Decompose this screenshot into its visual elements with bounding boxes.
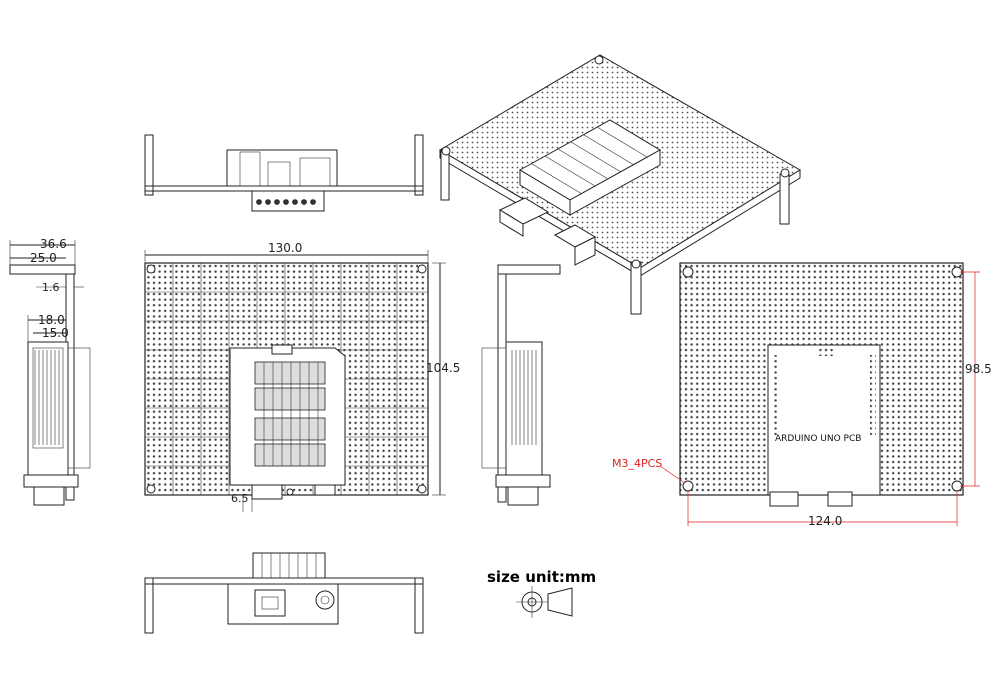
isometric-view [439,54,801,315]
left-heatsink-fins [34,350,60,445]
front-elevation-bottom [144,552,424,634]
dimension-36-6: 36.6 [9,237,76,265]
mount-holes-callout: M3_4PCS [612,457,686,484]
dim-124-text: 124.0 [808,514,842,528]
dim-6-5-text: 6.5 [231,492,249,505]
front-elevation-top [144,134,424,212]
dim-36-6-text: 36.6 [40,237,67,251]
iso-power-jack [553,224,597,266]
bottom-plan-view: ARDUINO UNO PCB [679,262,964,507]
size-unit-block: size unit:mm [487,568,596,618]
dimension-98-5: 98.5 [960,271,992,487]
dimension-124: 124.0 [687,490,958,528]
dim-25-0-text: 25.0 [30,251,57,265]
dimension-130: 130.0 [144,241,429,262]
terminal-top-blocks [261,553,317,578]
size-unit-label: size unit:mm [487,568,596,586]
right-side-view [481,264,561,506]
dim-130-text: 130.0 [268,241,302,255]
projection-symbol-icon [516,586,573,618]
dimension-6-5: 6.5 [231,492,253,512]
dim-104-5-text: 104.5 [426,361,460,375]
iso-usb-connector [498,197,550,237]
bottom-mount-holes [682,266,963,492]
main-plan-view [144,262,429,500]
plan-terminal-rows [254,361,326,467]
dimension-18-0: 18.0 [27,313,66,342]
dimension-1-6: 1.6 [36,281,84,294]
dim-1-6-text: 1.6 [42,281,60,294]
plan-mount-holes [146,264,427,494]
iso-standoffs [440,55,790,315]
board-label: ARDUINO UNO PCB [775,434,861,444]
mount-holes-label: M3_4PCS [612,457,662,470]
left-side-view [9,264,91,506]
dim-18-0-text: 18.0 [38,313,65,327]
terminal-screws-top [256,199,316,205]
dim-15-0-text: 15.0 [42,326,69,340]
dimension-104-5: 104.5 [426,262,460,496]
dimension-15-0: 15.0 [33,326,69,340]
right-heatsink-fins [511,350,537,445]
iso-terminal-block [519,119,661,216]
dimension-25-0: 25.0 [10,251,66,265]
dim-98-5-text: 98.5 [965,362,992,376]
